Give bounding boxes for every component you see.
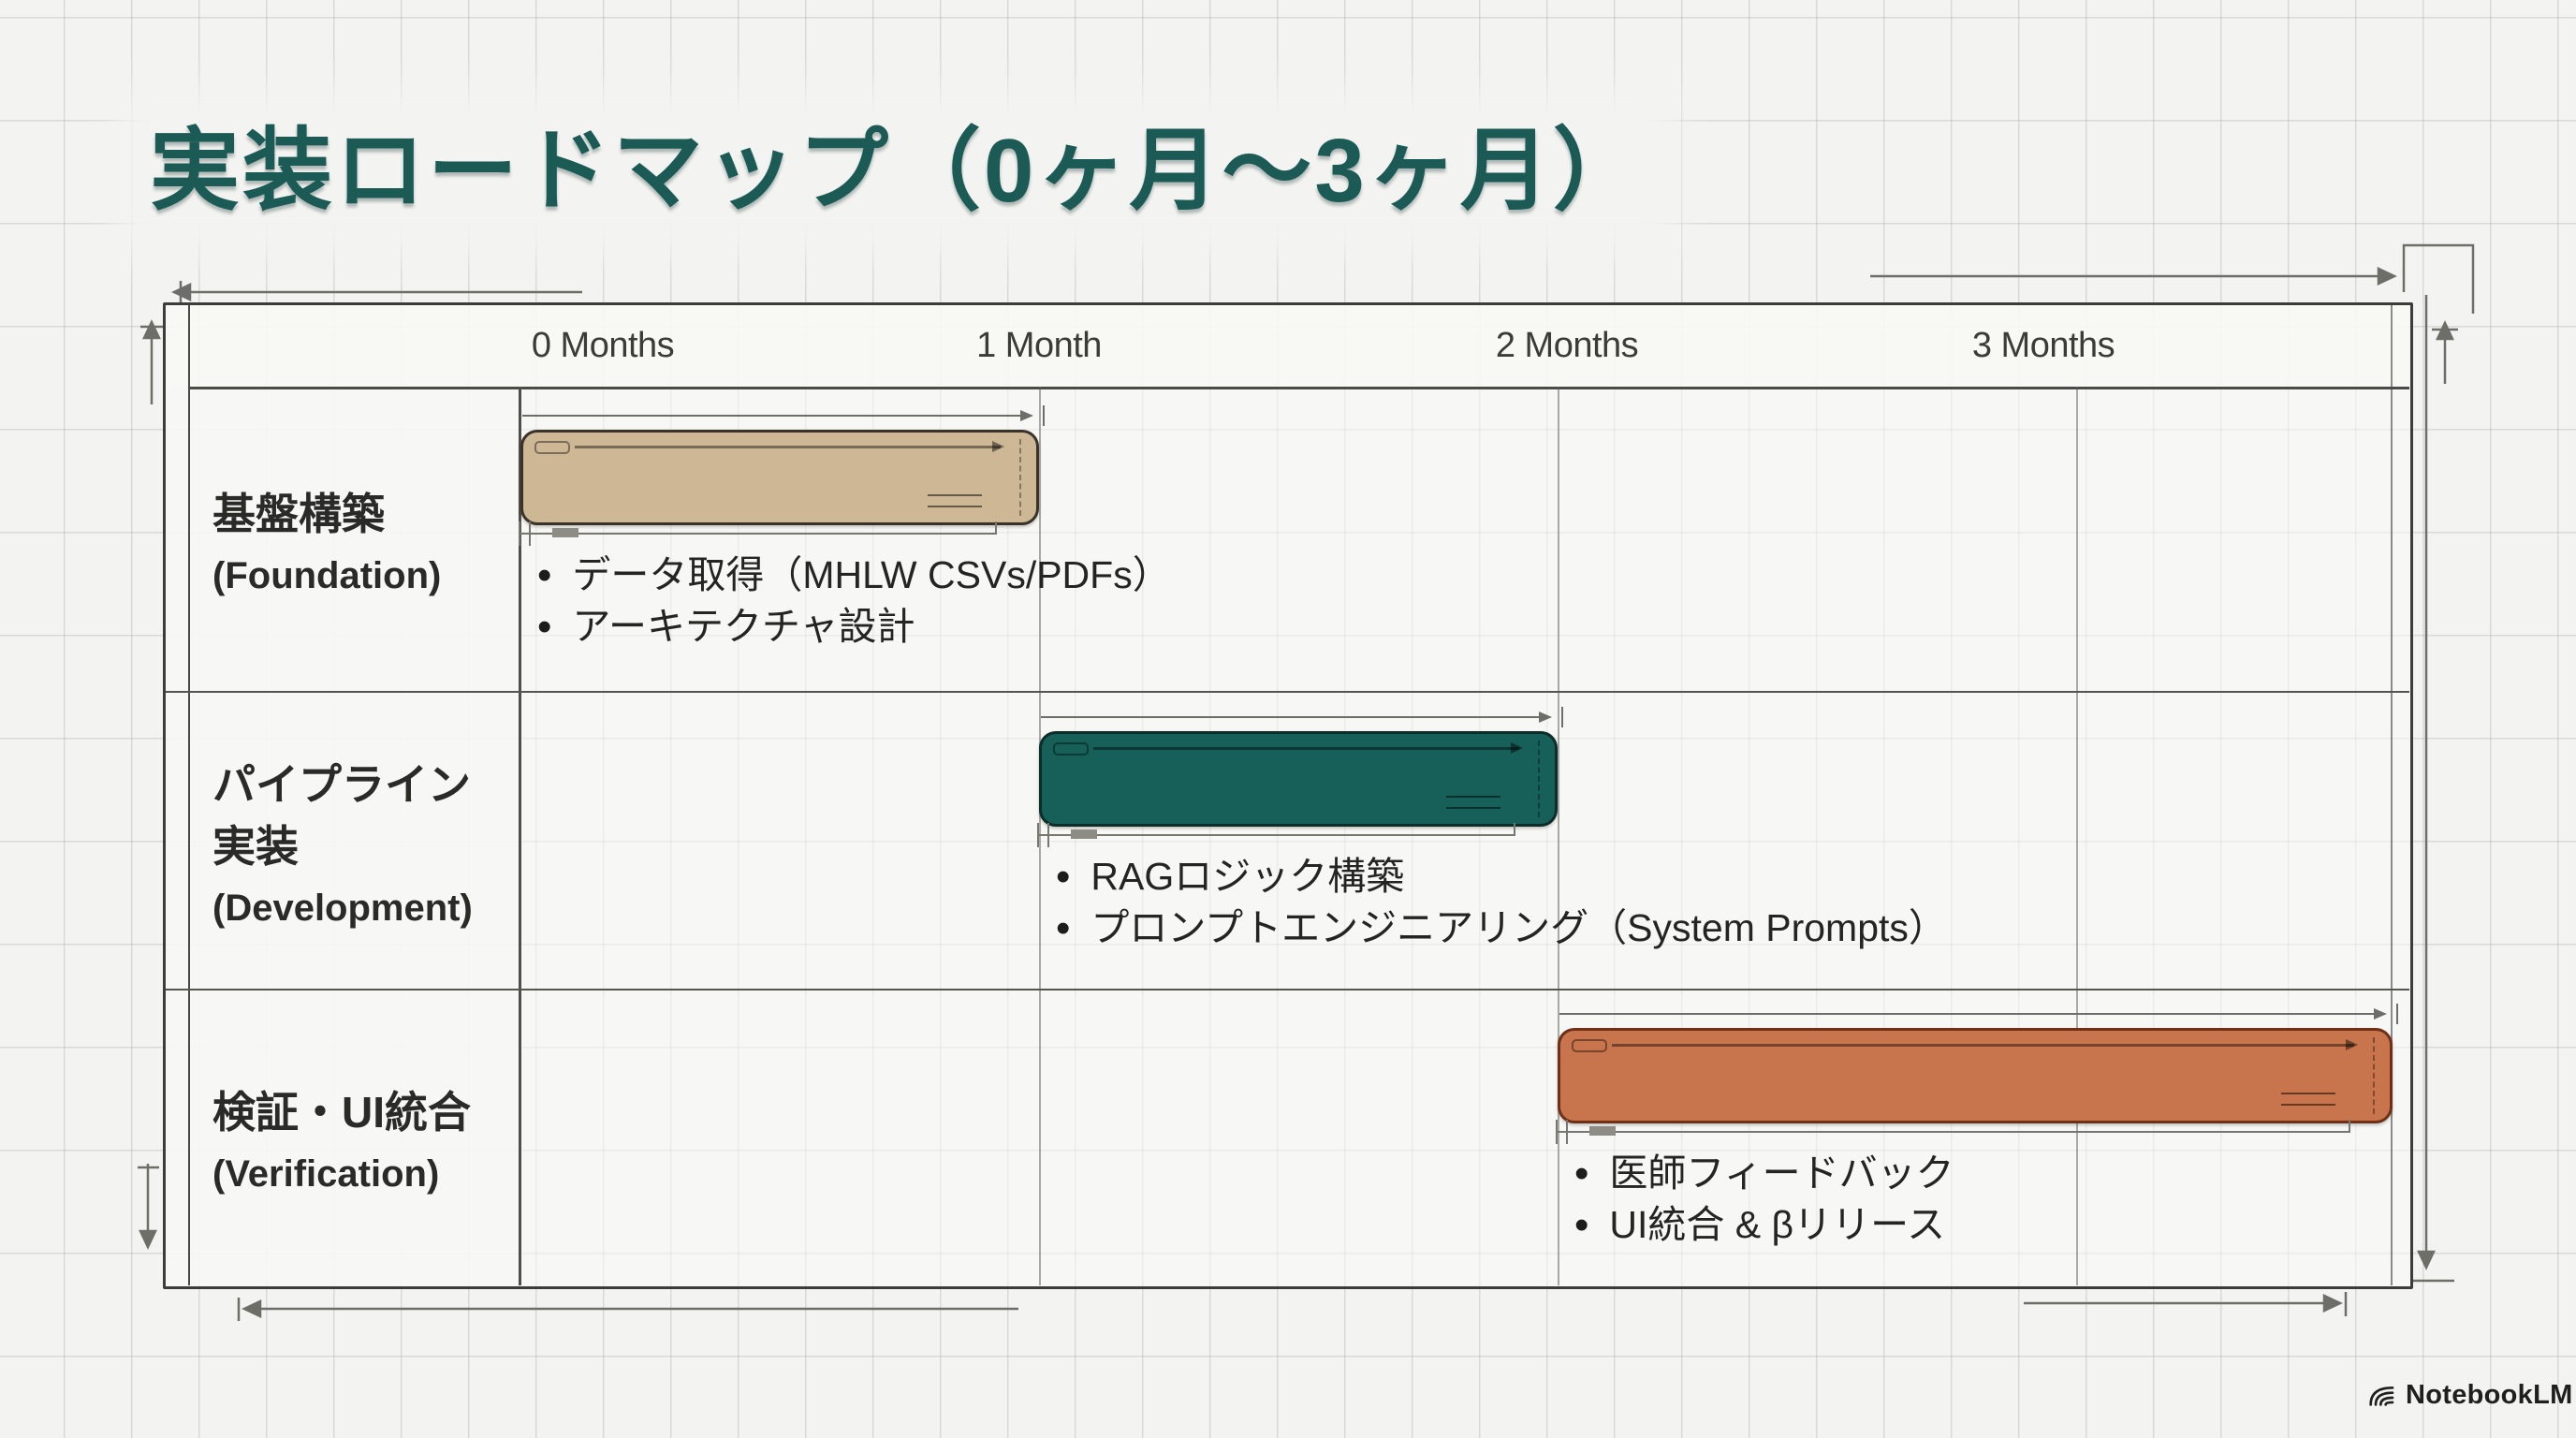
axis-tick-1-month: 1 Month — [976, 326, 1102, 365]
sketch-inner-arrow — [1612, 1039, 2358, 1049]
sketch-tick — [2395, 1004, 2398, 1024]
row-label: パイプライン実装 (Development) — [212, 691, 512, 989]
row-label: 検証・UI統合 (Verification) — [212, 989, 512, 1285]
sketch-tick — [1043, 405, 1045, 426]
month-gridline-2 — [1558, 387, 1559, 1285]
frame-inner-line-right — [2391, 305, 2393, 1285]
sketch-scribble — [1572, 1039, 1607, 1052]
sketch-tick — [1561, 707, 1563, 727]
row-label-ja: パイプライン実装 — [212, 759, 471, 871]
gantt-bar — [520, 430, 1039, 525]
frame-inner-line-left — [188, 305, 190, 1285]
sketch-dimension-line-below — [1037, 823, 1515, 847]
axis-tick-3-months: 3 Months — [1971, 326, 2115, 365]
sketch-square — [1071, 829, 1097, 839]
sketch-tick — [519, 521, 520, 546]
row-label-ja: 検証・UI統合 — [212, 1088, 471, 1137]
sketch-dimension-line-below — [519, 521, 997, 546]
label-column-divider — [519, 387, 521, 1285]
axis-tick-0-months: 0 Months — [531, 326, 675, 365]
sketch-inner-arrow — [575, 441, 1004, 451]
sketch-dotted-line — [2372, 1037, 2375, 1114]
notebooklm-icon — [2369, 1386, 2394, 1406]
task-bullet: プロンプトエンジニアリング（System Prompts） — [1056, 902, 1947, 954]
sketch-square — [552, 528, 578, 537]
row-label-en: (Foundation) — [212, 555, 442, 596]
row-label-en: (Verification) — [212, 1153, 440, 1195]
sketch-dotted-line — [1538, 741, 1540, 817]
sketch-dimension-line-above — [1559, 1004, 2398, 1024]
gantt-row-development: パイプライン実装 (Development) RAGロジック構築 プロンプトエン… — [166, 691, 2409, 989]
task-bullet: データ取得（MHLW CSVs/PDFs） — [537, 550, 1170, 601]
sketch-tick — [1556, 1120, 1558, 1144]
sketch-hatch-marks — [2280, 1093, 2335, 1106]
task-bullet: アーキテクチャ設計 — [537, 601, 1171, 653]
row-label: 基盤構築 (Foundation) — [212, 387, 512, 691]
sketch-hook — [1514, 823, 1515, 834]
task-bullet: UI統合 & βリリース — [1574, 1199, 1954, 1251]
sketch-tick — [1047, 823, 1049, 847]
sketch-square — [1589, 1126, 1616, 1136]
gantt-row-verification: 検証・UI統合 (Verification) 医師フィードバック UI統合 & … — [166, 989, 2409, 1285]
sketch-scribble — [1053, 742, 1089, 756]
notebooklm-footer: NotebookLM — [2366, 1380, 2573, 1411]
row-separator — [166, 691, 2409, 693]
sketch-tick — [1037, 823, 1039, 847]
sketch-dimension-line-above — [1041, 707, 1563, 727]
gantt-bar — [1039, 731, 1558, 827]
sketch-dotted-line — [1019, 439, 1021, 516]
sketch-hatch-marks — [928, 494, 982, 507]
task-bullet: RAGロジック構築 — [1056, 851, 1947, 902]
sketch-hook — [2348, 1120, 2350, 1131]
axis-header-band — [166, 305, 2409, 387]
sketch-tick — [529, 521, 531, 546]
task-bullet: 医師フィードバック — [1574, 1148, 1954, 1199]
task-bullets: 医師フィードバック UI統合 & βリリース — [1574, 1148, 1954, 1251]
axis-tick-2-months: 2 Months — [1495, 326, 1639, 365]
notebooklm-wordmark: NotebookLM — [2406, 1380, 2573, 1410]
gantt-bar — [1558, 1028, 2393, 1123]
page-title: 実装ロードマップ（0ヶ月〜3ヶ月） — [150, 120, 1646, 224]
row-separator — [166, 989, 2409, 990]
axis-header-underline — [188, 387, 2409, 389]
gantt-chart-frame: 0 Months 1 Month 2 Months 3 Months 基盤構築 … — [163, 302, 2413, 1289]
row-label-ja: 基盤構築 — [212, 490, 385, 538]
sketch-hatch-marks — [1446, 796, 1500, 809]
gantt-row-foundation: 基盤構築 (Foundation) データ取得（MHLW CSVs/PDFs） … — [166, 387, 2409, 691]
month-gridline-3 — [2076, 387, 2078, 1285]
row-label-en: (Development) — [212, 887, 473, 929]
sketch-dimension-line-above — [522, 405, 1045, 426]
sketch-scribble — [534, 441, 570, 454]
sketch-inner-arrow — [1093, 742, 1523, 753]
sketch-tick — [1566, 1120, 1568, 1144]
task-bullets: RAGロジック構築 プロンプトエンジニアリング（System Prompts） — [1056, 851, 1947, 954]
row-label-column — [166, 387, 519, 1285]
sketch-hook — [995, 521, 997, 533]
sketch-dimension-line-below — [1556, 1120, 2350, 1144]
task-bullets: データ取得（MHLW CSVs/PDFs） アーキテクチャ設計 — [537, 550, 1171, 653]
month-gridline-1 — [1039, 387, 1041, 1285]
